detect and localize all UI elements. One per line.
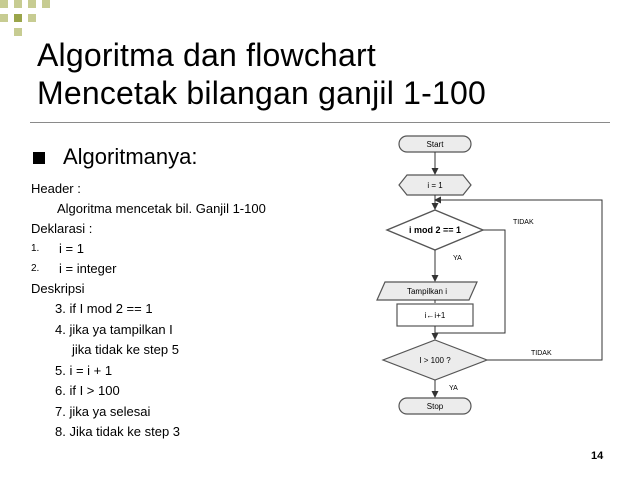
title-divider <box>30 122 610 123</box>
stop-terminal <box>398 397 472 415</box>
step-item: 8. Jika tidak ke step 3 <box>55 424 181 439</box>
page-number: 14 <box>591 450 604 462</box>
description-label: Deskripsi <box>31 281 85 296</box>
flowchart: Start i = 1 i mod 2 == 1 Tampilkan i i←i… <box>376 135 603 415</box>
flow-stop-label: Stop <box>427 402 444 411</box>
header-text: Algoritma mencetak bil. Ganjil 1-100 <box>57 201 266 216</box>
square-bullet-icon <box>33 152 45 164</box>
flow-process-label: i←i+1 <box>425 311 446 320</box>
flow-decision2-label: I > 100 ? <box>419 356 451 365</box>
init-box <box>398 174 472 196</box>
flow-yes2-label: YA <box>449 385 458 392</box>
title-line-2: Mencetak bilangan ganjil 1-100 <box>37 75 486 111</box>
step-item: 7. jika ya selesai <box>55 404 151 419</box>
declaration-number: 1. <box>31 243 40 254</box>
declaration-number: 2. <box>31 263 40 274</box>
flow-yes1-label: YA <box>453 255 462 262</box>
step-item: 3. if I mod 2 == 1 <box>55 301 153 316</box>
step-item: 5. i = i + 1 <box>55 363 113 378</box>
output-box <box>376 281 478 301</box>
declaration-item: i = integer <box>59 261 117 276</box>
flow-start-label: Start <box>427 140 445 149</box>
step-item: 4. jika ya tampilkan I <box>55 322 173 337</box>
header-label: Header : <box>31 181 81 196</box>
declaration-item: i = 1 <box>59 241 84 256</box>
slide-title: Algoritma dan flowchart Mencetak bilanga… <box>37 36 486 112</box>
flow-no2-label: TIDAK <box>531 350 552 357</box>
corner-decoration <box>0 0 50 36</box>
flow-output-label: Tampilkan i <box>407 287 447 296</box>
title-line-1: Algoritma dan flowchart <box>37 37 376 73</box>
flow-no1-label: TIDAK <box>513 219 534 226</box>
flow-init-label: i = 1 <box>427 181 443 190</box>
flow-decision1-label: i mod 2 == 1 <box>409 225 461 235</box>
step-item: 6. if I > 100 <box>55 383 120 398</box>
declaration-label: Deklarasi : <box>31 221 93 236</box>
step-item: jika tidak ke step 5 <box>72 342 179 357</box>
bullet-heading: Algoritmanya: <box>63 144 198 169</box>
